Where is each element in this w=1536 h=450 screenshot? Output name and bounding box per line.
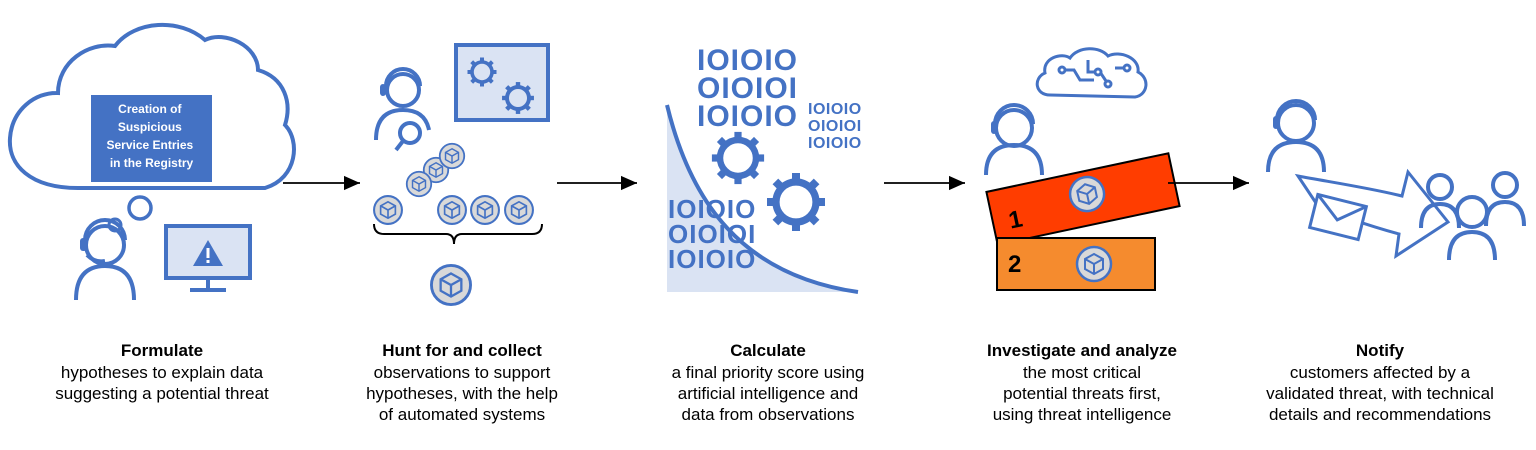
investigate-illustration: 1 2 bbox=[984, 47, 1181, 291]
binary-lower-1: IOIOIO bbox=[668, 194, 756, 224]
priority-card-2: 2 bbox=[996, 237, 1156, 291]
tool-chips-icon bbox=[373, 142, 534, 225]
step-notify-desc-2: validated threat, with technical bbox=[1266, 384, 1494, 403]
binary-small-1: IOIOIO bbox=[808, 101, 862, 118]
step-investigate-title: Investigate and analyze bbox=[987, 341, 1177, 360]
step-investigate-desc-2: potential threats first, bbox=[1003, 384, 1161, 403]
thought-bubble-icon bbox=[127, 195, 153, 221]
binary-large-3: IOIOIO bbox=[697, 100, 798, 133]
binary-small-3: IOIOIO bbox=[808, 135, 862, 152]
step-calculate-desc-1: a final priority score using bbox=[671, 363, 865, 382]
warning-monitor-icon bbox=[164, 224, 252, 292]
step-formulate-desc-1: hypotheses to explain data bbox=[60, 363, 264, 382]
step-notify-caption: Notify customers affected by a validated… bbox=[1230, 340, 1530, 425]
step-hunt-desc-2: hypotheses, with the help bbox=[366, 384, 558, 403]
binary-small-2: OIOIOI bbox=[808, 118, 862, 135]
calculate-illustration: IOIOIO OIOIOI IOIOIO IOIOIO OIOIOI IOIOI… bbox=[665, 44, 867, 294]
step-calculate-title: Calculate bbox=[730, 341, 806, 360]
gears-window-icon bbox=[454, 43, 550, 122]
step-calculate-desc-3: data from observations bbox=[681, 405, 855, 424]
step-calculate-desc-2: artificial intelligence and bbox=[677, 384, 859, 403]
step-investigate-caption: Investigate and analyze the most critica… bbox=[932, 340, 1232, 425]
binary-large-2: OIOIOI bbox=[697, 72, 798, 105]
brain-circuit-icon bbox=[1035, 47, 1148, 99]
analyst-icon bbox=[74, 218, 136, 301]
hunter-icon bbox=[374, 67, 431, 152]
decay-curve-area bbox=[667, 105, 858, 292]
step-formulate-caption: Formulate hypotheses to explain data sug… bbox=[12, 340, 312, 404]
step-notify-desc-3: details and recommendations bbox=[1268, 405, 1492, 424]
rank-1-label: 1 bbox=[1006, 205, 1025, 234]
step-calculate-caption: Calculate a final priority score using a… bbox=[618, 340, 918, 425]
bracket bbox=[373, 223, 543, 245]
hypothesis-box-text: Creation of Suspicious Service Entries i… bbox=[106, 102, 196, 170]
notify-illustration bbox=[1266, 99, 1526, 261]
svg-text:IOIOIO OIOIOI IOIO: IOIOIO OIOIOI IOIOIO bbox=[697, 44, 807, 133]
step-hunt-title: Hunt for and collect bbox=[382, 341, 542, 360]
rank-2-label: 2 bbox=[1008, 251, 1021, 278]
step-investigate-desc-1: the most critical bbox=[1022, 363, 1142, 382]
step-formulate-desc-2: suggesting a potential threat bbox=[55, 384, 269, 403]
sender-icon bbox=[1266, 99, 1326, 173]
step-notify-desc-1: customers affected by a bbox=[1289, 363, 1471, 382]
hypothesis-box bbox=[91, 95, 212, 182]
package-icon bbox=[430, 264, 472, 306]
step-notify-title: Notify bbox=[1355, 341, 1405, 360]
decay-curve bbox=[665, 104, 859, 294]
formulate-illustration: Creation of Suspicious Service Entries i… bbox=[7, 22, 296, 301]
binary-large-1: IOIOIO bbox=[697, 44, 798, 77]
priority-card-1: 1 bbox=[985, 152, 1181, 246]
hunt-illustration bbox=[373, 43, 550, 306]
svg-text:IOIOIO OIOIOI IOIO: IOIOIO OIOIOI IOIOIO bbox=[668, 194, 765, 274]
step-hunt-desc-1: observations to support bbox=[373, 363, 551, 382]
mail-icon bbox=[1307, 192, 1369, 242]
step-formulate-title: Formulate bbox=[120, 341, 204, 360]
step-investigate-desc-3: using threat intelligence bbox=[992, 405, 1172, 424]
step-hunt-caption: Hunt for and collect observations to sup… bbox=[312, 340, 612, 425]
customers-icon bbox=[1419, 171, 1526, 261]
svg-text:IOIOIO OIOIOI IOIO: IOIOIO OIOIOI IOIOIO bbox=[808, 101, 867, 152]
binary-lower-2: OIOIOI bbox=[668, 219, 756, 249]
step-hunt-desc-3: of automated systems bbox=[378, 405, 546, 424]
investigator-icon bbox=[984, 103, 1044, 176]
binary-lower-3: IOIOIO bbox=[668, 244, 756, 274]
